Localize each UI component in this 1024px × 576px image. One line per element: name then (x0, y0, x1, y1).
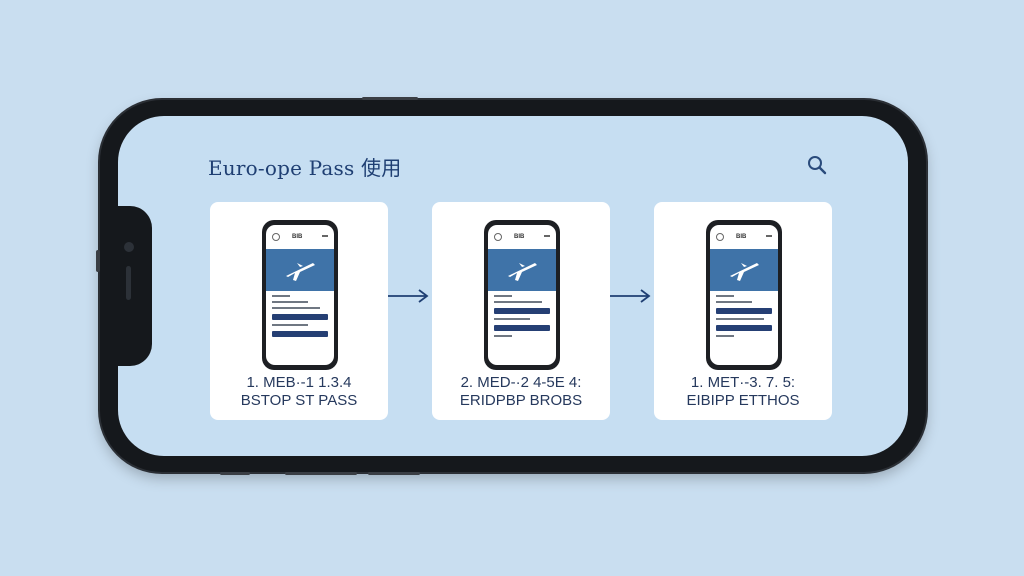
mini-text-line (272, 324, 308, 326)
step-label: 1. MET·-3. 7. 5: (690, 374, 796, 391)
step-subtitle: EIBIPP ETTHOS (686, 392, 800, 409)
mini-menu-icon (322, 235, 328, 237)
mini-screen: BIB (488, 225, 556, 365)
mini-screen: BIB (710, 225, 778, 365)
mini-text-line (272, 301, 308, 303)
mini-back-icon (494, 233, 502, 241)
steps-row: BIB (118, 116, 908, 456)
speaker-grille (126, 266, 131, 300)
mini-back-icon (716, 233, 724, 241)
step-label: 2. MED-·2 4-5E 4: (460, 374, 582, 391)
mini-screen: BIB (266, 225, 334, 365)
mini-button (272, 331, 328, 337)
step-subtitle: BSTOP ST PASS (240, 392, 358, 409)
mini-header: BIB (736, 234, 747, 240)
mini-header: BIB (514, 234, 525, 240)
mini-text-line (716, 318, 764, 320)
phone-frame: Euro-ope Pass 使用 BIB (96, 97, 926, 475)
mini-phone: BIB (262, 220, 338, 370)
mini-status-bar: BIB (266, 225, 334, 249)
mini-back-icon (272, 233, 280, 241)
bottom-button-2 (285, 472, 357, 475)
mini-header: BIB (292, 234, 303, 240)
mini-text-line (494, 335, 512, 337)
mini-button (494, 308, 550, 314)
search-icon[interactable] (806, 154, 828, 176)
mini-text-line (716, 301, 752, 303)
app-title: Euro-ope Pass 使用 (208, 156, 402, 180)
step-card-1[interactable]: BIB (210, 202, 388, 420)
airplane-icon (286, 263, 315, 281)
mini-text-line (494, 295, 512, 297)
mini-button (272, 314, 328, 320)
step-card-2[interactable]: BIB (432, 202, 610, 420)
mini-text-line (494, 318, 530, 320)
step-subtitle: ERIDPBP BROBS (459, 392, 583, 409)
mini-text-line (272, 295, 290, 297)
arrow-right-icon (610, 289, 651, 303)
mini-status-bar: BIB (710, 225, 778, 249)
notch (118, 206, 152, 366)
mini-status-bar: BIB (488, 225, 556, 249)
mini-banner (488, 249, 556, 291)
mini-text-line (716, 295, 734, 297)
step-card-3[interactable]: BIB (654, 202, 832, 420)
mini-text-line (272, 307, 320, 309)
arrow-right-icon (388, 289, 429, 303)
top-button (362, 97, 418, 100)
mini-banner (266, 249, 334, 291)
airplane-icon (508, 263, 537, 281)
mini-menu-icon (544, 235, 550, 237)
mini-text-line (494, 301, 542, 303)
phone-screen: Euro-ope Pass 使用 BIB (118, 116, 908, 456)
mini-menu-icon (766, 235, 772, 237)
bottom-button-3 (368, 472, 420, 475)
airplane-icon (730, 263, 759, 281)
mini-banner (710, 249, 778, 291)
mini-phone: BIB (484, 220, 560, 370)
mini-button (494, 325, 550, 331)
camera-icon (124, 242, 134, 252)
mini-button (716, 308, 772, 314)
mini-button (716, 325, 772, 331)
mini-text-line (716, 335, 734, 337)
volume-button (96, 250, 100, 272)
step-label: 1. MEB·-1 1.3.4 (246, 374, 352, 391)
mini-phone: BIB (706, 220, 782, 370)
bottom-button-1 (220, 472, 250, 475)
